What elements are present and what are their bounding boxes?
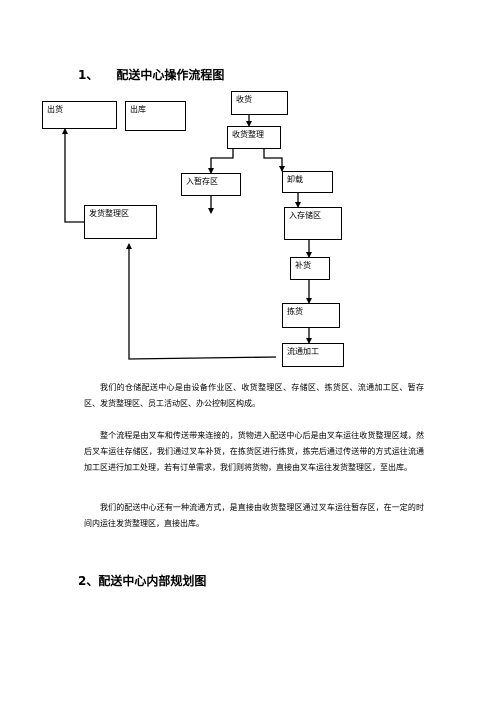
arrow-sort-to-temp — [208, 149, 234, 174]
box-ru-zancunqu: 入暂存区 — [181, 173, 241, 196]
paragraph-process: 整个流程是由叉车和传送带来连接的，货物进入配送中心后是由叉车运往收货整理区域，然… — [84, 431, 424, 472]
box-ru-cunchuqu-label: 入存储区 — [289, 211, 321, 220]
box-shouhuo-label: 收货 — [236, 95, 252, 104]
box-ru-zancunqu-label: 入暂存区 — [186, 177, 218, 186]
box-ru-cunchuqu: 入存储区 — [284, 207, 342, 240]
box-xiezai: 卸载 — [282, 171, 333, 193]
paragraph-alternative-flow: 我们的配送中心还有一种流通方式，是直接由收货整理区通过叉车运往暂存区，在一定的时… — [84, 503, 424, 528]
box-fahuo-zhengliqu-label: 发货整理区 — [89, 209, 129, 218]
box-jianhuo: 拣货 — [282, 303, 340, 328]
box-shouhuo: 收货 — [231, 91, 288, 115]
box-jianhuo-label: 拣货 — [287, 307, 303, 316]
box-chuku-label: 出库 — [130, 105, 146, 114]
paragraph-composition: 我们的仓储配送中心是由设备作业区、收货整理区、存储区、拣货区、流通加工区、暂存区… — [84, 383, 424, 408]
section-1-heading: 1、 配送中心操作流程图 — [78, 66, 224, 83]
box-chuhuo: 出货 — [42, 101, 117, 129]
arrow-process-to-dispatch — [126, 243, 277, 360]
box-fahuo-zhengliqu: 发货整理区 — [84, 205, 157, 239]
box-chuhuo-label: 出货 — [47, 105, 63, 114]
box-chuku: 出库 — [125, 101, 186, 131]
box-liutong-jiagong: 流通加工 — [282, 343, 344, 367]
flow-diagram-arrows — [62, 115, 312, 360]
box-shouhuo-zhengli: 收货整理 — [227, 126, 281, 149]
section-1-number: 1、 — [78, 68, 99, 82]
arrow-sort-to-unload — [263, 149, 285, 172]
box-buhuo: 补货 — [290, 257, 330, 280]
box-liutong-jiagong-label: 流通加工 — [287, 347, 319, 356]
box-shouhuo-zhengli-label: 收货整理 — [232, 130, 264, 139]
section-2-heading: 2、配送中心内部规划图 — [78, 574, 207, 588]
arrow-dispatch-to-out — [62, 128, 84, 223]
box-buhuo-label: 补货 — [295, 261, 311, 270]
box-xiezai-label: 卸载 — [287, 175, 303, 184]
section-1-title: 配送中心操作流程图 — [116, 68, 225, 82]
